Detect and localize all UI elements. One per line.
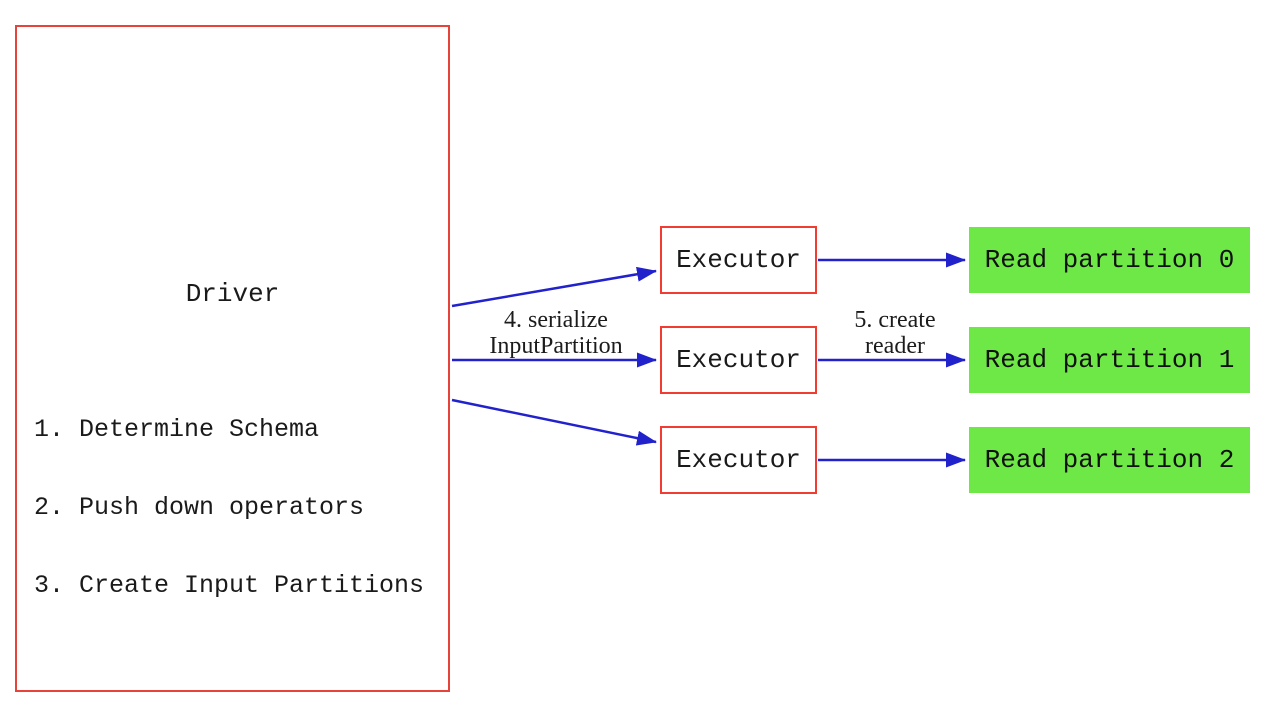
read-partition-box-1: Read partition 1	[969, 327, 1250, 393]
read-partition-label-2: Read partition 2	[984, 445, 1235, 475]
executor-box-1: Executor	[660, 226, 817, 294]
driver-title: Driver	[185, 279, 280, 309]
executor-label-1: Executor	[676, 245, 801, 275]
executor-box-2: Executor	[660, 326, 817, 394]
reader-label-line1: 5. create	[854, 307, 936, 333]
driver-step-2: 2. Push down operators	[34, 493, 365, 522]
serialize-label-line1: 4. serialize	[504, 307, 608, 333]
driver-step-3: 3. Create Input Partitions	[34, 571, 425, 600]
arrow-driver-to-executor-1	[451, 266, 657, 308]
read-partition-box-0: Read partition 0	[969, 227, 1250, 293]
executor-label-3: Executor	[676, 445, 801, 475]
read-partition-label-1: Read partition 1	[984, 345, 1235, 375]
read-partition-label-0: Read partition 0	[984, 245, 1235, 275]
driver-steps: 1. Determine Schema 2. Push down operato…	[34, 365, 424, 651]
serialize-label-line2: InputPartition	[489, 333, 623, 359]
driver-box: Driver 1. Determine Schema 2. Push down …	[15, 25, 450, 692]
executor-box-3: Executor	[660, 426, 817, 494]
read-partition-box-2: Read partition 2	[969, 427, 1250, 493]
reader-label-line2: reader	[865, 333, 925, 359]
driver-step-1: 1. Determine Schema	[34, 415, 320, 444]
create-reader-label: 5. create reader	[785, 307, 1005, 359]
arrow-driver-to-executor-3	[451, 398, 657, 446]
executor-label-2: Executor	[676, 345, 801, 375]
serialize-inputpartition-label: 4. serialize InputPartition	[446, 307, 666, 359]
